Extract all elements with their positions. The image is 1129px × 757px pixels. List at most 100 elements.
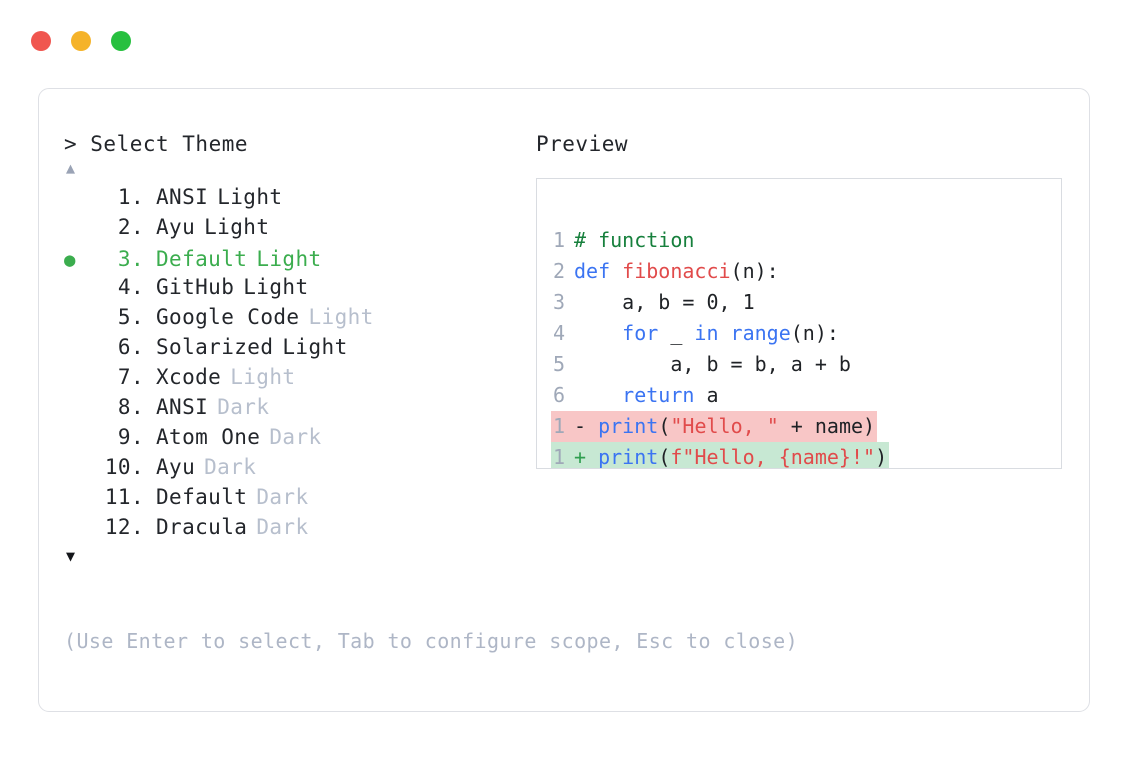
code-token-str: f"Hello, {name}!" (670, 445, 876, 469)
theme-item-name: Solarized (156, 335, 274, 359)
line-number: 2 (552, 259, 565, 283)
theme-list-item[interactable]: 1. ANSI Light (64, 185, 534, 215)
theme-list-item[interactable]: 5. Google Code Light (64, 305, 534, 335)
theme-item-name: Default (156, 247, 248, 271)
theme-item-variant: Dark (256, 485, 309, 509)
code-token-plain: _ (658, 321, 695, 345)
line-number: 3 (552, 290, 565, 314)
theme-item-variant: Light (282, 335, 348, 359)
window-controls (31, 31, 131, 51)
code-token-plain: a, b = 0, 1 (574, 290, 755, 314)
theme-item-index: 1. (117, 185, 144, 209)
theme-list-item[interactable]: 2. Ayu Light (64, 215, 534, 245)
maximize-window-button[interactable] (111, 31, 131, 51)
theme-item-index: 11. (104, 485, 144, 509)
theme-list-item[interactable]: 9. Atom One Dark (64, 425, 534, 455)
theme-item-index: 9. (117, 425, 144, 449)
theme-item-name: Ayu (156, 455, 196, 479)
code-token-plain: a, b = b, a + b (574, 352, 851, 376)
line-number: 4 (552, 321, 565, 345)
theme-item-name: Google Code (156, 305, 300, 329)
theme-item-variant: Dark (269, 425, 322, 449)
diff-line-wrapper: 1- print("Hello, " + name) (551, 411, 889, 442)
code-token-plain: ) (875, 445, 888, 469)
code-token-plain (574, 321, 622, 345)
scroll-up-icon[interactable]: ▲ (66, 159, 76, 177)
code-token-plain: (n): (790, 321, 839, 345)
code-line: 6 return a (551, 380, 889, 411)
theme-item-name: Ayu (156, 215, 196, 239)
code-token-fn: fibonacci (622, 259, 731, 283)
diff-marker: + (574, 445, 599, 469)
code-token-kw: return (622, 383, 695, 407)
diff-block: 1- print("Hello, " + name)1+ print(f"Hel… (551, 411, 890, 469)
code-token-kw: print (598, 414, 659, 438)
code-token-plain: (n): (730, 259, 779, 283)
theme-item-variant: Dark (256, 515, 309, 539)
theme-item-index: 10. (104, 455, 144, 479)
diff-marker: - (574, 414, 599, 438)
theme-item-variant: Light (217, 185, 283, 209)
code-token-kw: in range (694, 321, 791, 345)
theme-item-variant: Dark (204, 455, 257, 479)
theme-item-variant: Light (204, 215, 270, 239)
selected-bullet-icon: ● (64, 249, 76, 271)
code-token-plain: + name) (778, 414, 876, 438)
code-token-kw: for (622, 321, 659, 345)
theme-list-item[interactable]: 10. Ayu Dark (64, 455, 534, 485)
code-token-plain: a (694, 383, 719, 407)
theme-item-name: Dracula (156, 515, 248, 539)
theme-item-index: 6. (117, 335, 144, 359)
code-token-str: "Hello, " (670, 414, 779, 438)
code-line: 3 a, b = 0, 1 (551, 287, 889, 318)
theme-item-variant: Dark (217, 395, 270, 419)
line-number: 6 (552, 383, 565, 407)
theme-item-name: Atom One (156, 425, 261, 449)
theme-item-variant: Light (256, 247, 322, 271)
theme-list-item[interactable]: 4. GitHub Light (64, 275, 534, 305)
line-number: 1 (552, 414, 565, 438)
theme-item-name: Default (156, 485, 248, 509)
minimize-window-button[interactable] (71, 31, 91, 51)
theme-item-index: 4. (117, 275, 144, 299)
theme-item-variant: Light (230, 365, 296, 389)
theme-list-item[interactable]: 11. Default Dark (64, 485, 534, 515)
code-line: 4 for _ in range(n): (551, 318, 889, 349)
line-number: 5 (552, 352, 565, 376)
theme-item-index: 5. (117, 305, 144, 329)
code-token-plain: ( (658, 445, 671, 469)
theme-list-item[interactable]: 7. Xcode Light (64, 365, 534, 395)
line-number: 1 (552, 228, 565, 252)
theme-item-index: 2. (117, 215, 144, 239)
theme-item-name: GitHub (156, 275, 235, 299)
code-line: 1 # function (551, 225, 889, 256)
page-title: > Select Theme (64, 132, 249, 156)
code-token-plain (574, 383, 622, 407)
code-token-comment: # function (574, 228, 695, 252)
theme-item-variant: Light (243, 275, 309, 299)
code-token-plain: ( (658, 414, 671, 438)
theme-item-name: ANSI (156, 395, 209, 419)
theme-item-name: ANSI (156, 185, 209, 209)
code-token-kw: print (598, 445, 659, 469)
theme-item-index: 7. (117, 365, 144, 389)
theme-list-item[interactable]: 6. Solarized Light (64, 335, 534, 365)
theme-item-variant: Light (308, 305, 374, 329)
preview-title: Preview (536, 132, 629, 156)
diff-removed-line: 1- print("Hello, " + name) (551, 411, 878, 442)
diff-line-wrapper: 1+ print(f"Hello, {name}!") (551, 442, 890, 469)
theme-item-name: Xcode (156, 365, 222, 389)
scroll-down-icon[interactable]: ▼ (66, 547, 76, 565)
close-window-button[interactable] (31, 31, 51, 51)
code-token-kw: def (574, 259, 623, 283)
